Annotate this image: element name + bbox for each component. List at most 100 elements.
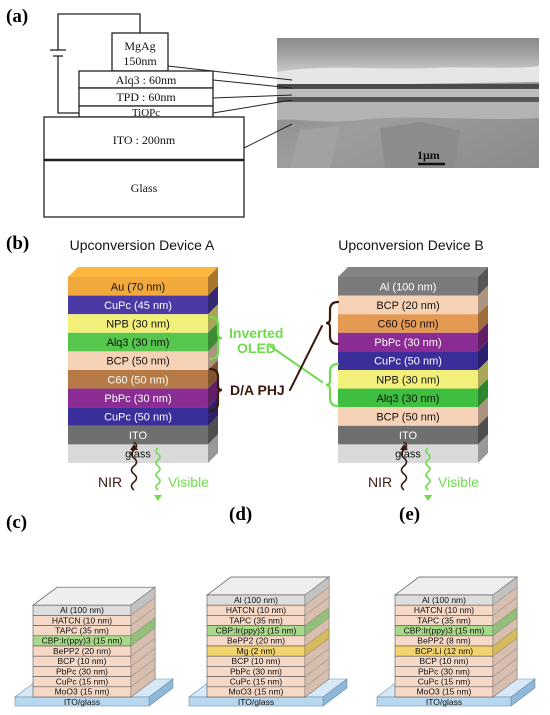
- layer-label: CBP:Ir(ppy)3 (15 nm): [42, 636, 123, 646]
- device-b-nir-arrow: [400, 444, 408, 450]
- layer-side-face: [478, 378, 488, 408]
- da-phj-label: D/A PHJ: [230, 382, 285, 398]
- layer-c60-50-nm: [338, 314, 478, 333]
- layer-label: NPB (30 nm): [106, 319, 170, 331]
- layer-label: HATCN (10 nm): [52, 615, 112, 625]
- layer-ito: [68, 425, 208, 445]
- layer-label: PbPc (30 nm): [374, 337, 441, 349]
- device-a-stack: Au (70 nm) CuPc (45 nm) NPB (30 nm) Alq3 (3…: [68, 267, 218, 463]
- layer-side-face: [478, 341, 488, 370]
- layer-label: CBP:Ir(ppy)3 (15 nm): [404, 626, 485, 636]
- layer-label: CuPc (15 nm): [56, 677, 109, 687]
- device-b-stack: Al (100 nm)BCP (20 nm)C60 (50 nm)PbPc (3…: [338, 267, 488, 463]
- device-a-nir-arrow: [130, 444, 138, 450]
- alq3-label: Alq3 : 60nm: [116, 73, 177, 87]
- layer-mgag: [111, 32, 169, 72]
- layer-side-face: [478, 304, 488, 333]
- layer-label: Mg (2 nm): [237, 646, 276, 656]
- layer-alq3-30-nm: [338, 388, 478, 408]
- layer-side-face: [478, 415, 488, 445]
- layer-label: MoO3 (15 nm): [229, 687, 284, 697]
- layer-label: PbPc (30 nm): [418, 666, 470, 676]
- layer-label: BePP2 (8 nm): [417, 636, 471, 646]
- inverted-oled-label-1: Inverted: [229, 325, 283, 341]
- layer-side-face: [208, 341, 218, 370]
- layer-label: CuPc (15 nm): [230, 677, 283, 687]
- layer-label: BePP2 (20 nm): [53, 646, 111, 656]
- layer-label: glass: [395, 449, 421, 461]
- layer-label: CuPc (50 nm): [104, 412, 172, 424]
- panel-c-label: (c): [6, 512, 27, 533]
- layer-side-face: [478, 397, 488, 426]
- panel-a-stack: [43, 32, 245, 218]
- layer-label: BCP (10 nm): [58, 656, 107, 666]
- layer-label: PbPc (30 nm): [56, 666, 108, 676]
- phj-connector: [289, 325, 323, 391]
- layer-side-face: [208, 360, 218, 389]
- layer-glass: [338, 444, 478, 463]
- layer-label: BCP (50 nm): [376, 412, 439, 424]
- layer-label: MoO3 (15 nm): [417, 687, 472, 697]
- layer-label: PbPc (30 nm): [104, 393, 171, 405]
- mgag-label: MgAg: [124, 39, 155, 53]
- layer-side-face: [130, 668, 156, 698]
- layer-label: ITO: [129, 430, 148, 442]
- layer-side-face: [478, 434, 488, 463]
- panel-a-pointer-lines: [167, 65, 293, 149]
- layer-label: BCP (10 nm): [232, 656, 281, 666]
- tpd-label: TPD : 60nm: [116, 90, 176, 104]
- layer-label: CuPc (50 nm): [374, 356, 442, 368]
- mgag-thickness: 150nm: [123, 54, 157, 68]
- layer-label: BePP2 (20 nm): [227, 636, 285, 646]
- substrate-label: ITO/glass: [238, 697, 274, 707]
- layer-label: NPB (30 nm): [376, 374, 440, 386]
- stack-top-face: [338, 267, 488, 277]
- layer-c60-50-nm: [68, 370, 208, 389]
- device-a-title: Upconversion Device A: [70, 237, 215, 253]
- layer-label: BCP (10 nm): [420, 656, 469, 666]
- layer-side-face: [478, 285, 488, 315]
- device-b-visible-wave: [425, 447, 431, 491]
- layer-bcp-50-nm: [68, 351, 208, 370]
- device-a-phj-bracket: [208, 367, 223, 413]
- layer-label: BCP:Li (12 nm): [415, 646, 473, 656]
- layer-bcp-20-nm: [338, 295, 478, 315]
- layer-label: CuPc (45 nm): [104, 300, 172, 312]
- device-c-stack: ITO/glass Al (100 nm)HATCN (10 nm)TAPC (3…: [14, 586, 174, 707]
- layer-label: ITO: [399, 430, 418, 442]
- layer-cupc-50-nm: [68, 407, 208, 426]
- layer-label: Al (100 nm): [60, 605, 104, 615]
- layer-pbpc-30-nm: [338, 332, 478, 352]
- glass-label: Glass: [131, 181, 158, 195]
- layer-side-face: [208, 415, 218, 445]
- layer-npb-30-nm: [68, 314, 208, 333]
- device-b-visible-arrow: [424, 495, 432, 501]
- panel-b-label: (b): [6, 233, 29, 254]
- layer-alq3-30-nm: [68, 332, 208, 352]
- layer-cupc-50-nm: [338, 351, 478, 370]
- layer-cupc-45-nm: [68, 295, 208, 315]
- layer-label: TAPC (35 nm): [55, 626, 109, 636]
- oled-connector: [269, 345, 323, 383]
- layer-side-face: [208, 285, 218, 315]
- layer-label: PbPc (30 nm): [230, 666, 282, 676]
- panel-d-label: (d): [229, 504, 252, 525]
- layer-side-face: [208, 267, 218, 296]
- layer-pbpc-30-nm: [68, 388, 208, 408]
- layer-label: Alq3 (30 nm): [107, 337, 170, 349]
- device-a-visible-wave: [155, 447, 161, 491]
- panel-e-label: (e): [399, 504, 420, 525]
- layer-label: Au (70 nm): [111, 281, 165, 293]
- layer-label: TAPC (35 nm): [229, 615, 283, 625]
- device-a-visible-arrow: [154, 495, 162, 501]
- substrate-label: ITO/glass: [426, 697, 462, 707]
- panel-a-label: (a): [6, 6, 28, 27]
- substrate-label: ITO/glass: [64, 697, 100, 707]
- layer-label: HATCN (10 nm): [414, 605, 474, 615]
- layer-bcp-50-nm: [338, 407, 478, 426]
- layer-npb-30-nm: [338, 370, 478, 389]
- stack-top-face: [68, 267, 218, 277]
- scale-bar-label: 1μm: [417, 148, 440, 162]
